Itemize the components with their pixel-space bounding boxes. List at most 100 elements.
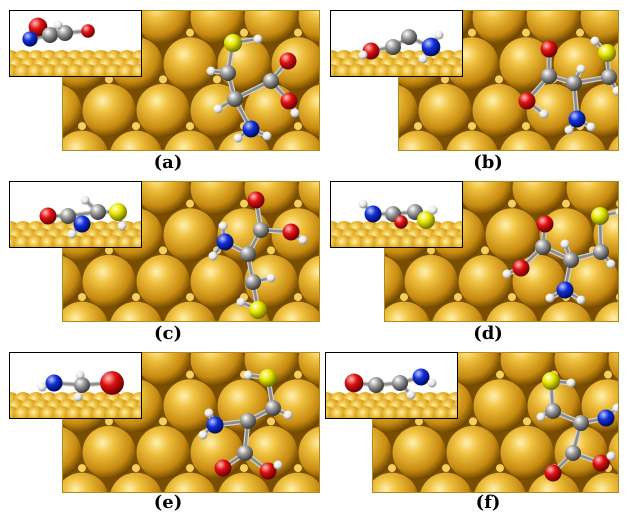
- gold-atom-subsurface: [132, 122, 140, 131]
- gold-atom-subsurface: [523, 417, 531, 426]
- gold-atom: [164, 472, 216, 492]
- atom-C: [253, 222, 269, 238]
- atom-H: [612, 403, 618, 413]
- caption-b: (b): [473, 152, 503, 173]
- atom-C: [42, 27, 58, 43]
- gold-atom: [528, 472, 580, 492]
- gold-atom: [63, 130, 108, 150]
- gold-atom-subsurface: [186, 199, 194, 208]
- gold-atom: [271, 379, 319, 433]
- gold-atom: [472, 83, 526, 137]
- gold-atom: [163, 379, 217, 433]
- gold-atom: [82, 83, 136, 137]
- atom-O: [247, 191, 265, 209]
- atom-C: [566, 75, 582, 91]
- cysteine-molecule: [208, 191, 308, 319]
- caption-a: (a): [153, 152, 183, 173]
- atom-N: [206, 416, 224, 434]
- gold-atom: [63, 85, 82, 136]
- atom-H: [418, 54, 428, 64]
- gold-atom: [500, 425, 554, 479]
- gold-atom-subsurface: [132, 464, 140, 473]
- atom-O: [536, 215, 554, 233]
- gold-atom: [608, 353, 618, 380]
- atom-C: [237, 445, 253, 461]
- gold-atom-subsurface: [414, 122, 422, 131]
- gold-atom: [272, 472, 319, 492]
- gold-atom-subsurface: [240, 199, 248, 208]
- atom-H: [502, 269, 512, 279]
- atom-H: [208, 251, 218, 261]
- atom-H: [560, 239, 570, 249]
- atom-H: [606, 259, 616, 269]
- atom-H: [117, 221, 127, 231]
- gold-atom-subsurface: [186, 293, 194, 302]
- atom-C: [57, 25, 73, 41]
- gold-atom: [432, 301, 484, 321]
- gold-atom: [136, 11, 190, 44]
- side-view-molecule: [10, 17, 141, 76]
- gold-atom-subsurface: [495, 75, 503, 84]
- gold-atom: [130, 235, 141, 247]
- gold-atom: [190, 254, 244, 308]
- gold-atom: [485, 208, 539, 262]
- side-view-inset-a: [9, 10, 142, 77]
- side-view-inset-b: [330, 10, 463, 77]
- atom-C: [401, 29, 417, 45]
- gold-atom-subsurface: [496, 464, 504, 473]
- gold-atom: [110, 130, 162, 150]
- atom-N: [216, 233, 234, 251]
- gold-atom-subsurface: [481, 246, 489, 255]
- gold-atom: [526, 83, 580, 137]
- atom-H: [233, 133, 243, 143]
- atom-S: [109, 203, 127, 221]
- gold-atom: [298, 84, 319, 137]
- gold-atom-subsurface: [508, 199, 516, 208]
- gold-atom: [451, 235, 462, 247]
- atom-H: [213, 104, 223, 114]
- gold-atom-subsurface: [294, 122, 302, 131]
- gold-atom: [473, 379, 527, 433]
- gold-atom: [385, 256, 404, 307]
- atom-H: [53, 20, 63, 30]
- gold-atom: [594, 301, 618, 321]
- gold-atom: [164, 130, 216, 150]
- atom-C: [565, 445, 581, 461]
- surface-image-f: [372, 352, 619, 493]
- gold-atom: [399, 130, 444, 150]
- side-view-molecule: [10, 370, 141, 418]
- atom-H: [283, 410, 293, 420]
- atom-H: [290, 108, 300, 118]
- gold-atom: [566, 182, 618, 215]
- gold-atom-subsurface: [78, 122, 86, 131]
- caption-f: (f): [475, 492, 501, 513]
- gold-atom: [392, 425, 446, 479]
- gold-atom: [472, 11, 526, 44]
- caption-c: (c): [154, 323, 182, 344]
- atom-H: [273, 460, 283, 470]
- atom-C: [220, 65, 236, 81]
- gold-atom-subsurface: [105, 246, 113, 255]
- gold-atom: [63, 472, 108, 492]
- gold-atom: [373, 472, 418, 492]
- atom-O: [259, 462, 277, 480]
- atom-H: [576, 295, 586, 305]
- gold-atom: [446, 130, 498, 150]
- gold-atom-subsurface: [186, 464, 194, 473]
- gold-atom: [474, 472, 526, 492]
- gold-atom-subsurface: [496, 370, 504, 379]
- gold-atom-subsurface: [522, 122, 530, 131]
- gold-atom: [554, 353, 608, 386]
- gold-atom: [500, 353, 554, 386]
- cysteine-molecule: [502, 207, 618, 305]
- gold-atom: [163, 37, 217, 91]
- gold-atom-subsurface: [294, 199, 302, 208]
- atom-H: [73, 392, 83, 402]
- atom-O: [282, 223, 300, 241]
- atom-O: [592, 454, 610, 472]
- gold-atom-subsurface: [415, 417, 423, 426]
- side-view-molecule: [10, 195, 141, 247]
- atom-C: [240, 246, 256, 262]
- gold-atom: [63, 301, 108, 321]
- gold-atom: [272, 301, 319, 321]
